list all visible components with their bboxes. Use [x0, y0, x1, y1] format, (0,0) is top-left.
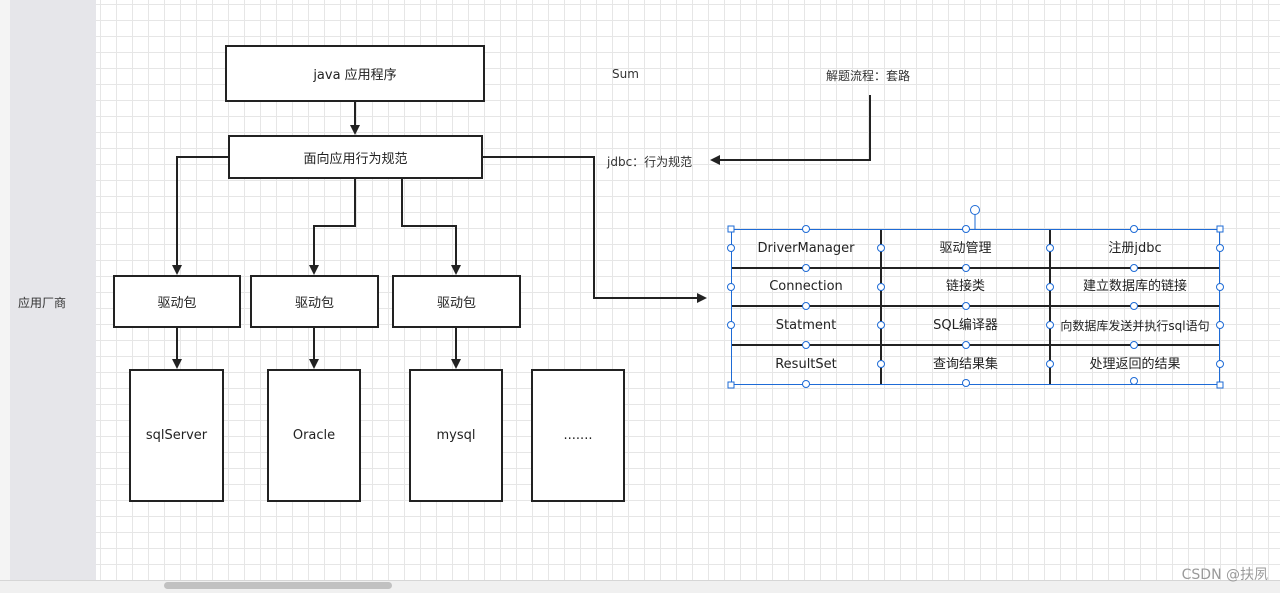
connection-point [802, 380, 810, 388]
connection-point [1216, 283, 1224, 291]
db-label-sqlserver: sqlServer [145, 428, 208, 443]
resize-handle-br [1216, 381, 1224, 389]
cell-r2-c1[interactable]: Connection [769, 279, 843, 294]
watermark: CSDN @扶夙 [1181, 567, 1268, 583]
resize-handle-bl [727, 381, 735, 389]
connection-point [877, 244, 885, 252]
scrollbar-thumb[interactable] [164, 582, 392, 589]
connection-point [877, 360, 885, 368]
cell-r3-c2[interactable]: SQL编译器 [933, 317, 998, 333]
cell-r1-c2[interactable]: 驱动管理 [939, 240, 992, 256]
connection-point [962, 225, 970, 233]
connection-point [1046, 321, 1054, 329]
connection-point [877, 321, 885, 329]
resize-handle-tr [1216, 225, 1224, 233]
connection-point [962, 341, 970, 349]
rotate-handle [970, 205, 980, 215]
connection-point [802, 264, 810, 272]
driver-box-1[interactable]: 驱动包 [113, 275, 241, 328]
connection-point [962, 379, 970, 387]
connection-point [727, 244, 735, 252]
db-box-oracle[interactable]: Oracle [267, 369, 361, 502]
db-box-sqlserver[interactable]: sqlServer [129, 369, 224, 502]
connection-point [1130, 225, 1138, 233]
connection-point [1130, 341, 1138, 349]
connection-point [1216, 360, 1224, 368]
connection-point [1046, 244, 1054, 252]
cell-r4-c3[interactable]: 处理返回的结果 [1089, 357, 1181, 372]
connection-point [727, 283, 735, 291]
table-lines [731, 229, 1220, 385]
connection-point [1216, 244, 1224, 252]
spec-box[interactable]: 面向应用行为规范 [228, 135, 483, 179]
connection-point [877, 283, 885, 291]
driver-label-1: 驱动包 [157, 296, 197, 311]
db-label-more: ....... [563, 428, 593, 443]
cell-r1-c3[interactable]: 注册jdbc [1108, 240, 1162, 256]
driver-label-3: 驱动包 [436, 296, 476, 311]
connection-point [1130, 377, 1138, 385]
cell-r2-c2[interactable]: 链接类 [945, 279, 985, 294]
jdbc-label[interactable]: jdbc：行为规范 [607, 155, 693, 169]
arrow-spec-to-table [483, 156, 707, 303]
connection-point [962, 302, 970, 310]
arrow-spec-to-driver1 [172, 156, 228, 275]
connection-point [802, 225, 810, 233]
arrow-spec-to-driver2 [309, 179, 356, 275]
driver-label-2: 驱动包 [294, 296, 334, 311]
java-app-box[interactable]: java 应用程序 [225, 45, 485, 102]
connection-point [1046, 360, 1054, 368]
cell-r1-c1[interactable]: DriverManager [757, 240, 855, 256]
class-table[interactable]: DriverManager 驱动管理 注册jdbc Connection 链接类… [731, 229, 1220, 385]
spec-label: 面向应用行为规范 [303, 151, 408, 167]
process-label[interactable]: 解题流程：套路 [826, 69, 911, 83]
cell-r3-c3[interactable]: 向数据库发送并执行sql语句 [1060, 318, 1210, 333]
cell-r3-c1[interactable]: Statment [775, 317, 837, 333]
driver-box-3[interactable]: 驱动包 [392, 275, 521, 328]
sum-label[interactable]: Sum [612, 67, 639, 81]
connection-point [1130, 302, 1138, 310]
connection-point [1046, 283, 1054, 291]
connection-point [802, 302, 810, 310]
cell-r2-c3[interactable]: 建立数据库的链接 [1082, 279, 1187, 294]
arrow-process-to-jdbc [710, 95, 871, 165]
connection-point [802, 341, 810, 349]
resize-handle-tl [727, 225, 735, 233]
java-app-label: java 应用程序 [313, 68, 397, 83]
connection-point [1216, 321, 1224, 329]
db-label-oracle: Oracle [292, 428, 336, 443]
driver-box-2[interactable]: 驱动包 [250, 275, 379, 328]
db-label-mysql: mysql [436, 428, 476, 443]
db-box-mysql[interactable]: mysql [409, 369, 503, 502]
cell-r4-c1[interactable]: ResultSet [775, 357, 837, 372]
cell-r4-c2[interactable]: 查询结果集 [932, 357, 998, 372]
connection-point [727, 321, 735, 329]
arrow-spec-to-driver3 [401, 179, 461, 275]
connection-point [1130, 264, 1138, 272]
swimlane[interactable] [10, 0, 96, 582]
db-box-more[interactable]: ....... [531, 369, 625, 502]
connection-point [962, 264, 970, 272]
swimlane-label: 应用厂商 [18, 296, 67, 310]
